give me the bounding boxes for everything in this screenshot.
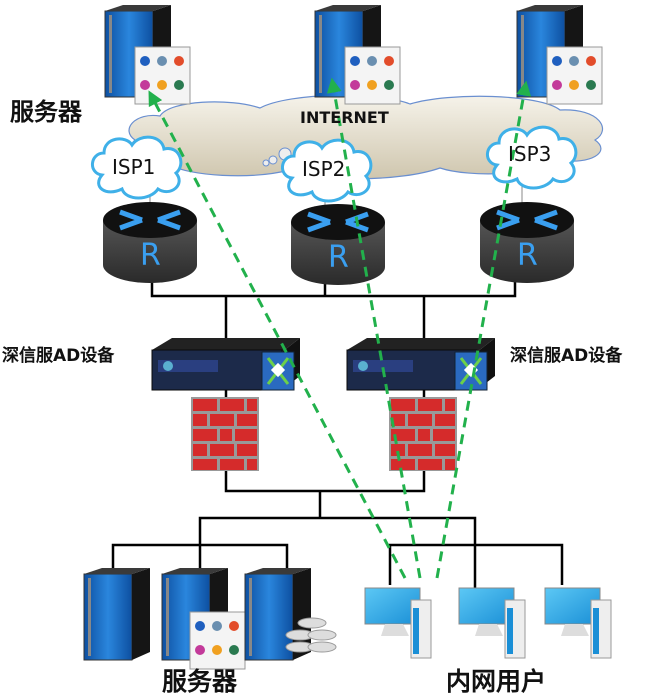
- internet-cloud: [128, 94, 604, 180]
- bottom-server-1: [83, 567, 151, 661]
- router-3-label: R: [517, 238, 538, 273]
- storage-disks-icon: [285, 617, 337, 653]
- isp2-label: ISP2: [302, 157, 346, 181]
- internet-label: INTERNET: [300, 108, 389, 127]
- firewall-left: [191, 397, 259, 471]
- intranet-users-label: 内网用户: [446, 667, 547, 696]
- ad-right-label: 深信服AD设备: [510, 346, 623, 366]
- ad-device-left: [151, 337, 301, 391]
- user-pc-1: [364, 587, 432, 659]
- router-2-label: R: [328, 240, 349, 275]
- top-servers-label: 服务器: [10, 98, 82, 126]
- ad-left-label: 深信服AD设备: [2, 346, 115, 366]
- isp3-label: ISP3: [508, 142, 552, 166]
- bottom-server-2: [161, 567, 246, 670]
- bottom-servers-label: 服务器: [162, 667, 238, 696]
- top-server-3: [516, 4, 603, 105]
- user-pc-3: [544, 587, 612, 659]
- user-pc-2: [458, 587, 526, 659]
- top-server-1: [104, 4, 191, 105]
- router-1-label: R: [140, 238, 161, 273]
- top-server-2: [314, 4, 401, 105]
- path-to-server-3: [435, 80, 532, 579]
- path-to-server-2: [326, 77, 422, 579]
- path-to-server-1: [148, 90, 407, 579]
- traffic-paths: [148, 77, 532, 579]
- ad-device-right: [346, 337, 496, 391]
- cables: [111, 180, 564, 595]
- isp1-label: ISP1: [112, 155, 156, 179]
